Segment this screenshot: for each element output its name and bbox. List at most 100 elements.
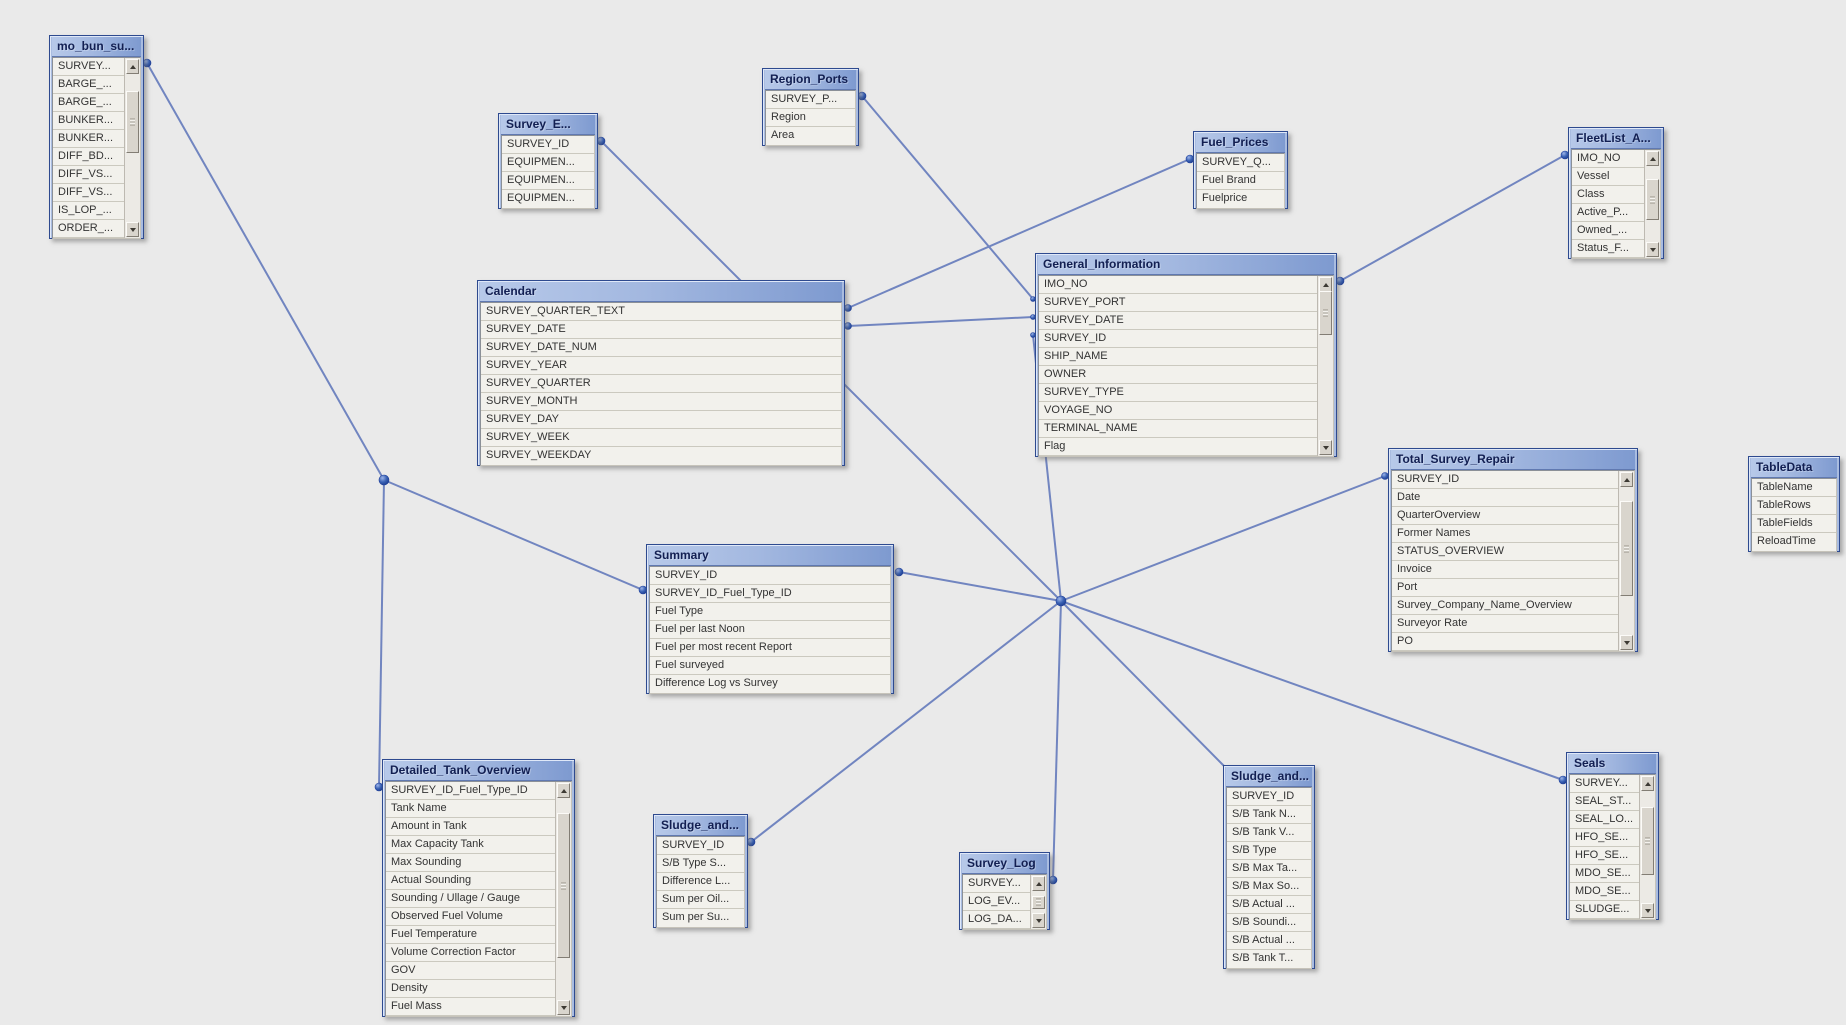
field-row: Class [1572,186,1645,204]
field-row: IMO_NO [1039,276,1318,294]
table-header-calendar[interactable]: Calendar [480,282,842,302]
connector-line-junction-survey-id-key-sludge_and_2 [1060,600,1227,769]
scroll-down-arrow-icon[interactable] [1032,913,1045,928]
dot-region_ports [857,91,867,101]
field-row: TableRows [1752,497,1836,515]
field-row: Max Capacity Tank [386,836,556,854]
table-header-tabledata[interactable]: TableData [1751,458,1837,478]
scroll-down-arrow-icon[interactable] [1319,440,1332,455]
table-mo_bun_su[interactable]: mo_bun_su...SURVEY...BARGE_...BARGE_...B… [49,35,144,239]
connector-line-fleetlist_a-general_information [1339,154,1566,282]
table-header-fleetlist_a[interactable]: FleetList_A... [1571,129,1661,149]
scrollbar-fleetlist_a[interactable] [1644,150,1660,258]
scroll-up-arrow-icon[interactable] [1646,151,1659,166]
field-row: TableFields [1752,515,1836,533]
field-row: SURVEY_DAY [481,411,841,429]
table-header-summary[interactable]: Summary [649,546,891,566]
field-row: Flag [1039,438,1318,456]
scroll-down-arrow-icon[interactable] [557,1000,570,1015]
field-row: S/B Max Ta... [1227,860,1311,878]
scrollbar-detailed_tank_overview[interactable] [555,782,571,1016]
field-row: Fuel Mass [386,998,556,1016]
scrollbar-thumb[interactable] [126,91,139,153]
scroll-up-arrow-icon[interactable] [1620,472,1633,487]
scroll-down-arrow-icon[interactable] [1641,903,1654,918]
table-header-survey_e[interactable]: Survey_E... [501,115,595,135]
field-row: EQUIPMEN... [507,192,575,204]
field-row: MDO_SE... [1570,883,1640,901]
scroll-up-arrow-icon[interactable] [126,59,139,74]
scrollbar-thumb[interactable] [1620,501,1633,596]
field-row: SEAL_ST... [1570,793,1640,811]
table-header-general_information[interactable]: General_Information [1038,255,1334,275]
field-row: PO [1392,633,1619,651]
table-header-seals[interactable]: Seals [1569,754,1656,774]
scrollbar-thumb[interactable] [1319,291,1332,335]
field-row: BUNKER... [53,130,125,148]
scroll-up-arrow-icon[interactable] [1641,776,1654,791]
table-header-total_survey_repair[interactable]: Total_Survey_Repair [1391,450,1635,470]
scrollbar-mo_bun_su[interactable] [124,58,140,238]
table-header-fuel_prices[interactable]: Fuel_Prices [1196,133,1285,153]
scrollbar-thumb[interactable] [1641,807,1654,876]
scrollbar-seals[interactable] [1639,775,1655,919]
connector-line-summary-junction-survey-id-key [898,571,1062,602]
field-row: SURVEY_WEEKDAY [486,449,592,461]
table-header-sludge_and_1[interactable]: Sludge_and... [656,816,745,836]
field-row: Date [1392,489,1619,507]
field-row: S/B Tank N... [1227,806,1311,824]
dot-general_information-right [1335,276,1345,286]
field-row: DIFF_BD... [53,148,125,166]
field-row: TERMINAL_NAME [1039,420,1318,438]
table-header-region_ports[interactable]: Region_Ports [765,70,856,90]
field-row: SURVEY_DATE [1039,312,1318,330]
scrollbar-general_information[interactable] [1317,276,1333,456]
field-row: Active_P... [1572,204,1645,222]
scrollbar-thumb[interactable] [1646,179,1659,221]
scroll-up-arrow-icon[interactable] [1319,277,1332,292]
scroll-down-arrow-icon[interactable] [126,222,139,237]
field-row: SURVEY_ID [650,567,890,585]
table-header-sludge_and_2[interactable]: Sludge_and... [1226,767,1312,787]
scrollbar-thumb[interactable] [557,813,570,959]
scroll-up-arrow-icon[interactable] [1032,876,1045,891]
table-header-detailed_tank_overview[interactable]: Detailed_Tank_Overview [385,761,572,781]
scroll-down-arrow-icon[interactable] [1646,242,1659,257]
table-header-survey_log[interactable]: Survey_Log [962,854,1047,874]
scrollbar-total_survey_repair[interactable] [1618,471,1634,651]
field-row: S/B Actual ... [1227,932,1311,950]
field-row: SURVEY_ID [1392,471,1619,489]
field-row: STATUS_OVERVIEW [1392,543,1619,561]
scrollbar-survey_log[interactable] [1030,875,1046,929]
field-row: SURVEY_ID_Fuel_Type_ID [650,585,890,603]
scrollbar-thumb[interactable] [1032,896,1045,909]
field-row: Fuel surveyed [650,657,890,675]
scroll-up-arrow-icon[interactable] [557,783,570,798]
scroll-down-arrow-icon[interactable] [1620,635,1633,650]
table-header-mo_bun_su[interactable]: mo_bun_su... [52,37,141,57]
field-row: Max Sounding [386,854,556,872]
field-row: Survey_Company_Name_Overview [1392,597,1619,615]
field-row: Actual Sounding [386,872,556,890]
